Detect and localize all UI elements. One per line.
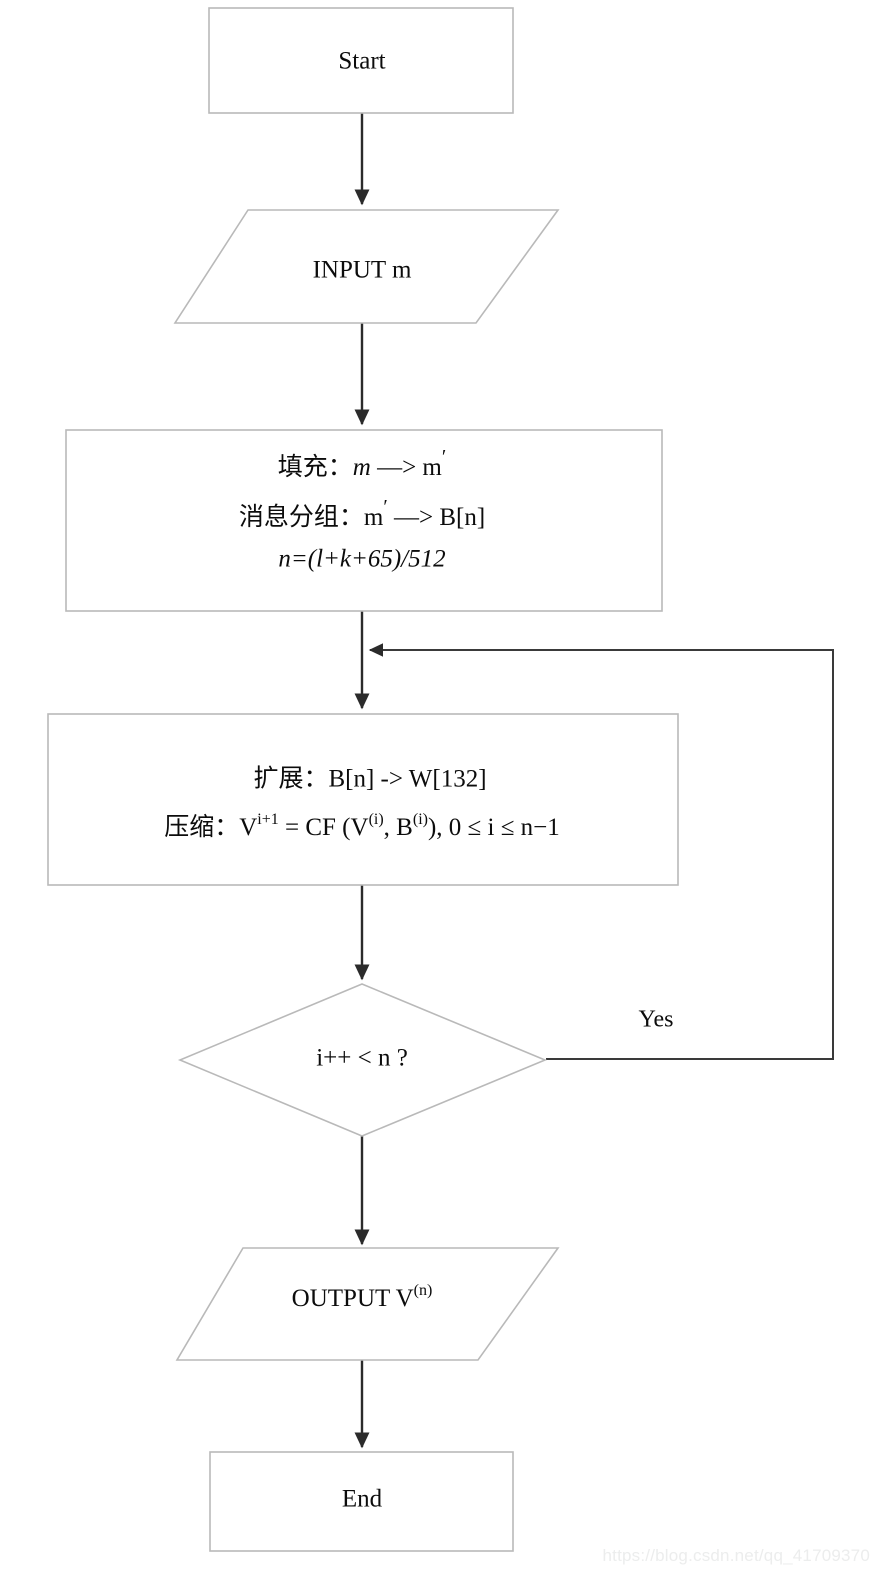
edge-label-yes: Yes <box>639 1007 674 1033</box>
compress-line2-sup2: (i) <box>369 811 384 828</box>
compress-line2-tail: ), 0 ≤ i ≤ n−1 <box>428 814 560 841</box>
compress-line2-sup3: (i) <box>413 811 428 828</box>
output-label-main: OUTPUT V <box>292 1285 414 1312</box>
process-pad-line2-var: m <box>364 504 384 531</box>
output-label-sup: (n) <box>414 1282 433 1299</box>
node-end-label: End <box>342 1486 383 1513</box>
process-pad-line1-prime: ′ <box>442 446 446 468</box>
process-pad-line2-result: B[n] <box>439 504 485 531</box>
node-process-pad-line2: 消息分组：m′ —> B[n] <box>239 496 485 531</box>
node-process-compress-line2: 压缩：Vi+1 = CF (V(i), B(i)), 0 ≤ i ≤ n−1 <box>164 811 560 841</box>
process-pad-line1-var: m <box>353 454 371 481</box>
compress-line2-sup1: i+1 <box>257 811 278 828</box>
compress-line2-prefix: 压缩：V <box>164 813 257 841</box>
process-pad-line2-prefix: 消息分组： <box>239 503 364 531</box>
node-process-compress-shape[interactable] <box>47 713 679 886</box>
node-start-shape[interactable] <box>208 7 514 114</box>
node-process-pad-line3: n=(l+k+65)/512 <box>278 546 445 573</box>
compress-line2-mid2: , B <box>384 814 413 841</box>
node-decision-label: i++ < n ? <box>316 1045 408 1072</box>
node-output-label: OUTPUT V(n) <box>292 1282 433 1312</box>
node-input-shape[interactable] <box>173 209 560 324</box>
node-process-pad-shape[interactable] <box>65 429 663 612</box>
node-output-shape[interactable] <box>175 1247 560 1361</box>
process-pad-line2-arrow: —> <box>388 504 440 531</box>
edge-decision-yes-loop <box>368 643 834 1060</box>
node-process-compress-line1: 扩展：B[n] -> W[132] <box>253 765 486 793</box>
process-pad-line1-arrow: —> <box>371 454 423 481</box>
process-pad-line1-result: m <box>422 454 442 481</box>
node-start-label: Start <box>338 48 385 75</box>
node-end-shape[interactable] <box>209 1451 514 1552</box>
node-input-label: INPUT m <box>313 257 412 284</box>
watermark-text: https://blog.csdn.net/qq_41709370 <box>602 1546 870 1565</box>
process-pad-line2-prime: ′ <box>383 496 387 518</box>
compress-line2-mid: = CF (V <box>279 814 369 841</box>
process-pad-line1-prefix: 填充： <box>278 453 353 481</box>
node-process-pad-line1: 填充：m —> m′ <box>278 446 447 481</box>
node-decision-shape[interactable] <box>177 983 548 1137</box>
